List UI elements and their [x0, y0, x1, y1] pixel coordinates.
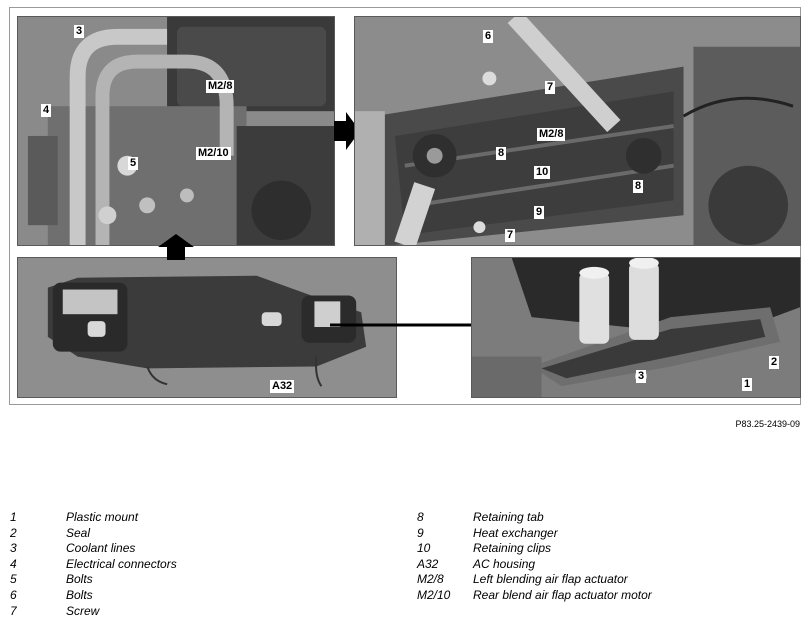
callout-br-1: 1: [742, 378, 753, 391]
legend-item: 8 Retaining tab: [417, 510, 797, 526]
legend-key: 7: [10, 603, 17, 618]
photo-top-right: [354, 16, 801, 246]
callout-tr-7b: 7: [505, 229, 516, 242]
callout-bl-a32: A32: [270, 380, 295, 393]
legend-text: Left blending air flap actuator: [473, 572, 628, 587]
callout-tr-8a: 8: [496, 147, 507, 160]
legend-text: Plastic mount: [66, 510, 139, 524]
legend-key: 8: [417, 510, 424, 524]
callout-br-3: 3: [636, 370, 647, 383]
legend-key: 5: [10, 572, 17, 587]
legend-item: A32 AC housing: [417, 557, 797, 573]
legend-text: Coolant lines: [66, 541, 136, 556]
legend-text: Electrical connectors: [66, 556, 177, 571]
callout-tr-6: 6: [483, 30, 494, 43]
legend-text: Seal: [66, 525, 91, 540]
photo-top-left: [17, 16, 335, 246]
legend-item: 10 Retaining clips: [417, 541, 797, 557]
legend-text: Retaining tab: [473, 510, 544, 524]
callout-tl-3: 3: [74, 25, 85, 38]
legend-left: 1 Plastic mount 2 Seal 3 Coolant lines 4 Electr…: [10, 510, 390, 619]
connector-line: [330, 323, 475, 327]
callout-tl-m2-8: M2/8: [206, 80, 235, 93]
legend-item: 4 Electrical connectors: [10, 557, 390, 573]
photo-bottom-left: [17, 257, 397, 398]
arrow-up-icon: [158, 234, 194, 260]
callout-tr-m2-8: M2/8: [537, 128, 566, 141]
legend-key: 10: [417, 541, 431, 556]
legend-key: 9: [417, 525, 424, 540]
callout-tl-4: 4: [41, 104, 52, 117]
legend-item: 1 Plastic mount: [10, 510, 390, 526]
legend-right: 8 Retaining tab 9 Heat exchanger 10 Retaining…: [417, 510, 797, 604]
legend-text: Heat exchanger: [473, 525, 558, 540]
legend-key: 2: [10, 525, 17, 540]
legend-key: M2/8: [417, 572, 444, 587]
legend-item: 9 Heat exchanger: [417, 526, 797, 542]
callout-tl-5: 5: [128, 157, 139, 170]
callout-tr-7a: 7: [545, 81, 556, 94]
legend-text: Retaining clips: [473, 541, 552, 556]
legend-key: 6: [10, 587, 17, 602]
figure-code: P83.25-2439-09: [735, 419, 800, 429]
legend-text: Bolts: [66, 587, 93, 602]
callout-tr-10: 10: [534, 166, 551, 179]
legend-item: 3 Coolant lines: [10, 541, 390, 557]
legend-item: 5 Bolts: [10, 572, 390, 588]
legend-text: Screw: [66, 603, 100, 618]
legend-key: 4: [10, 556, 17, 571]
legend-item: 2 Seal: [10, 526, 390, 542]
legend-key: A32: [417, 556, 439, 571]
legend-text: AC housing: [473, 556, 536, 571]
legend-key: M2/10: [417, 587, 451, 602]
callout-tr-9: 9: [534, 206, 545, 219]
legend-text: Bolts: [66, 572, 93, 587]
legend-item: M2/8 Left blending air flap actuator: [417, 572, 797, 588]
arrow-right-icon: [334, 112, 360, 150]
callout-br-2: 2: [769, 356, 780, 369]
legend-item: 7 Screw: [10, 604, 390, 620]
legend-item: M2/10 Rear blend air flap actuator motor: [417, 588, 797, 604]
callout-tl-m2-10: M2/10: [196, 147, 231, 160]
legend-item: 6 Bolts: [10, 588, 390, 604]
legend-key: 3: [10, 541, 17, 556]
legend-text: Rear blend air flap actuator motor: [473, 587, 652, 602]
legend-key: 1: [10, 510, 17, 524]
callout-tr-8b: 8: [633, 180, 644, 193]
